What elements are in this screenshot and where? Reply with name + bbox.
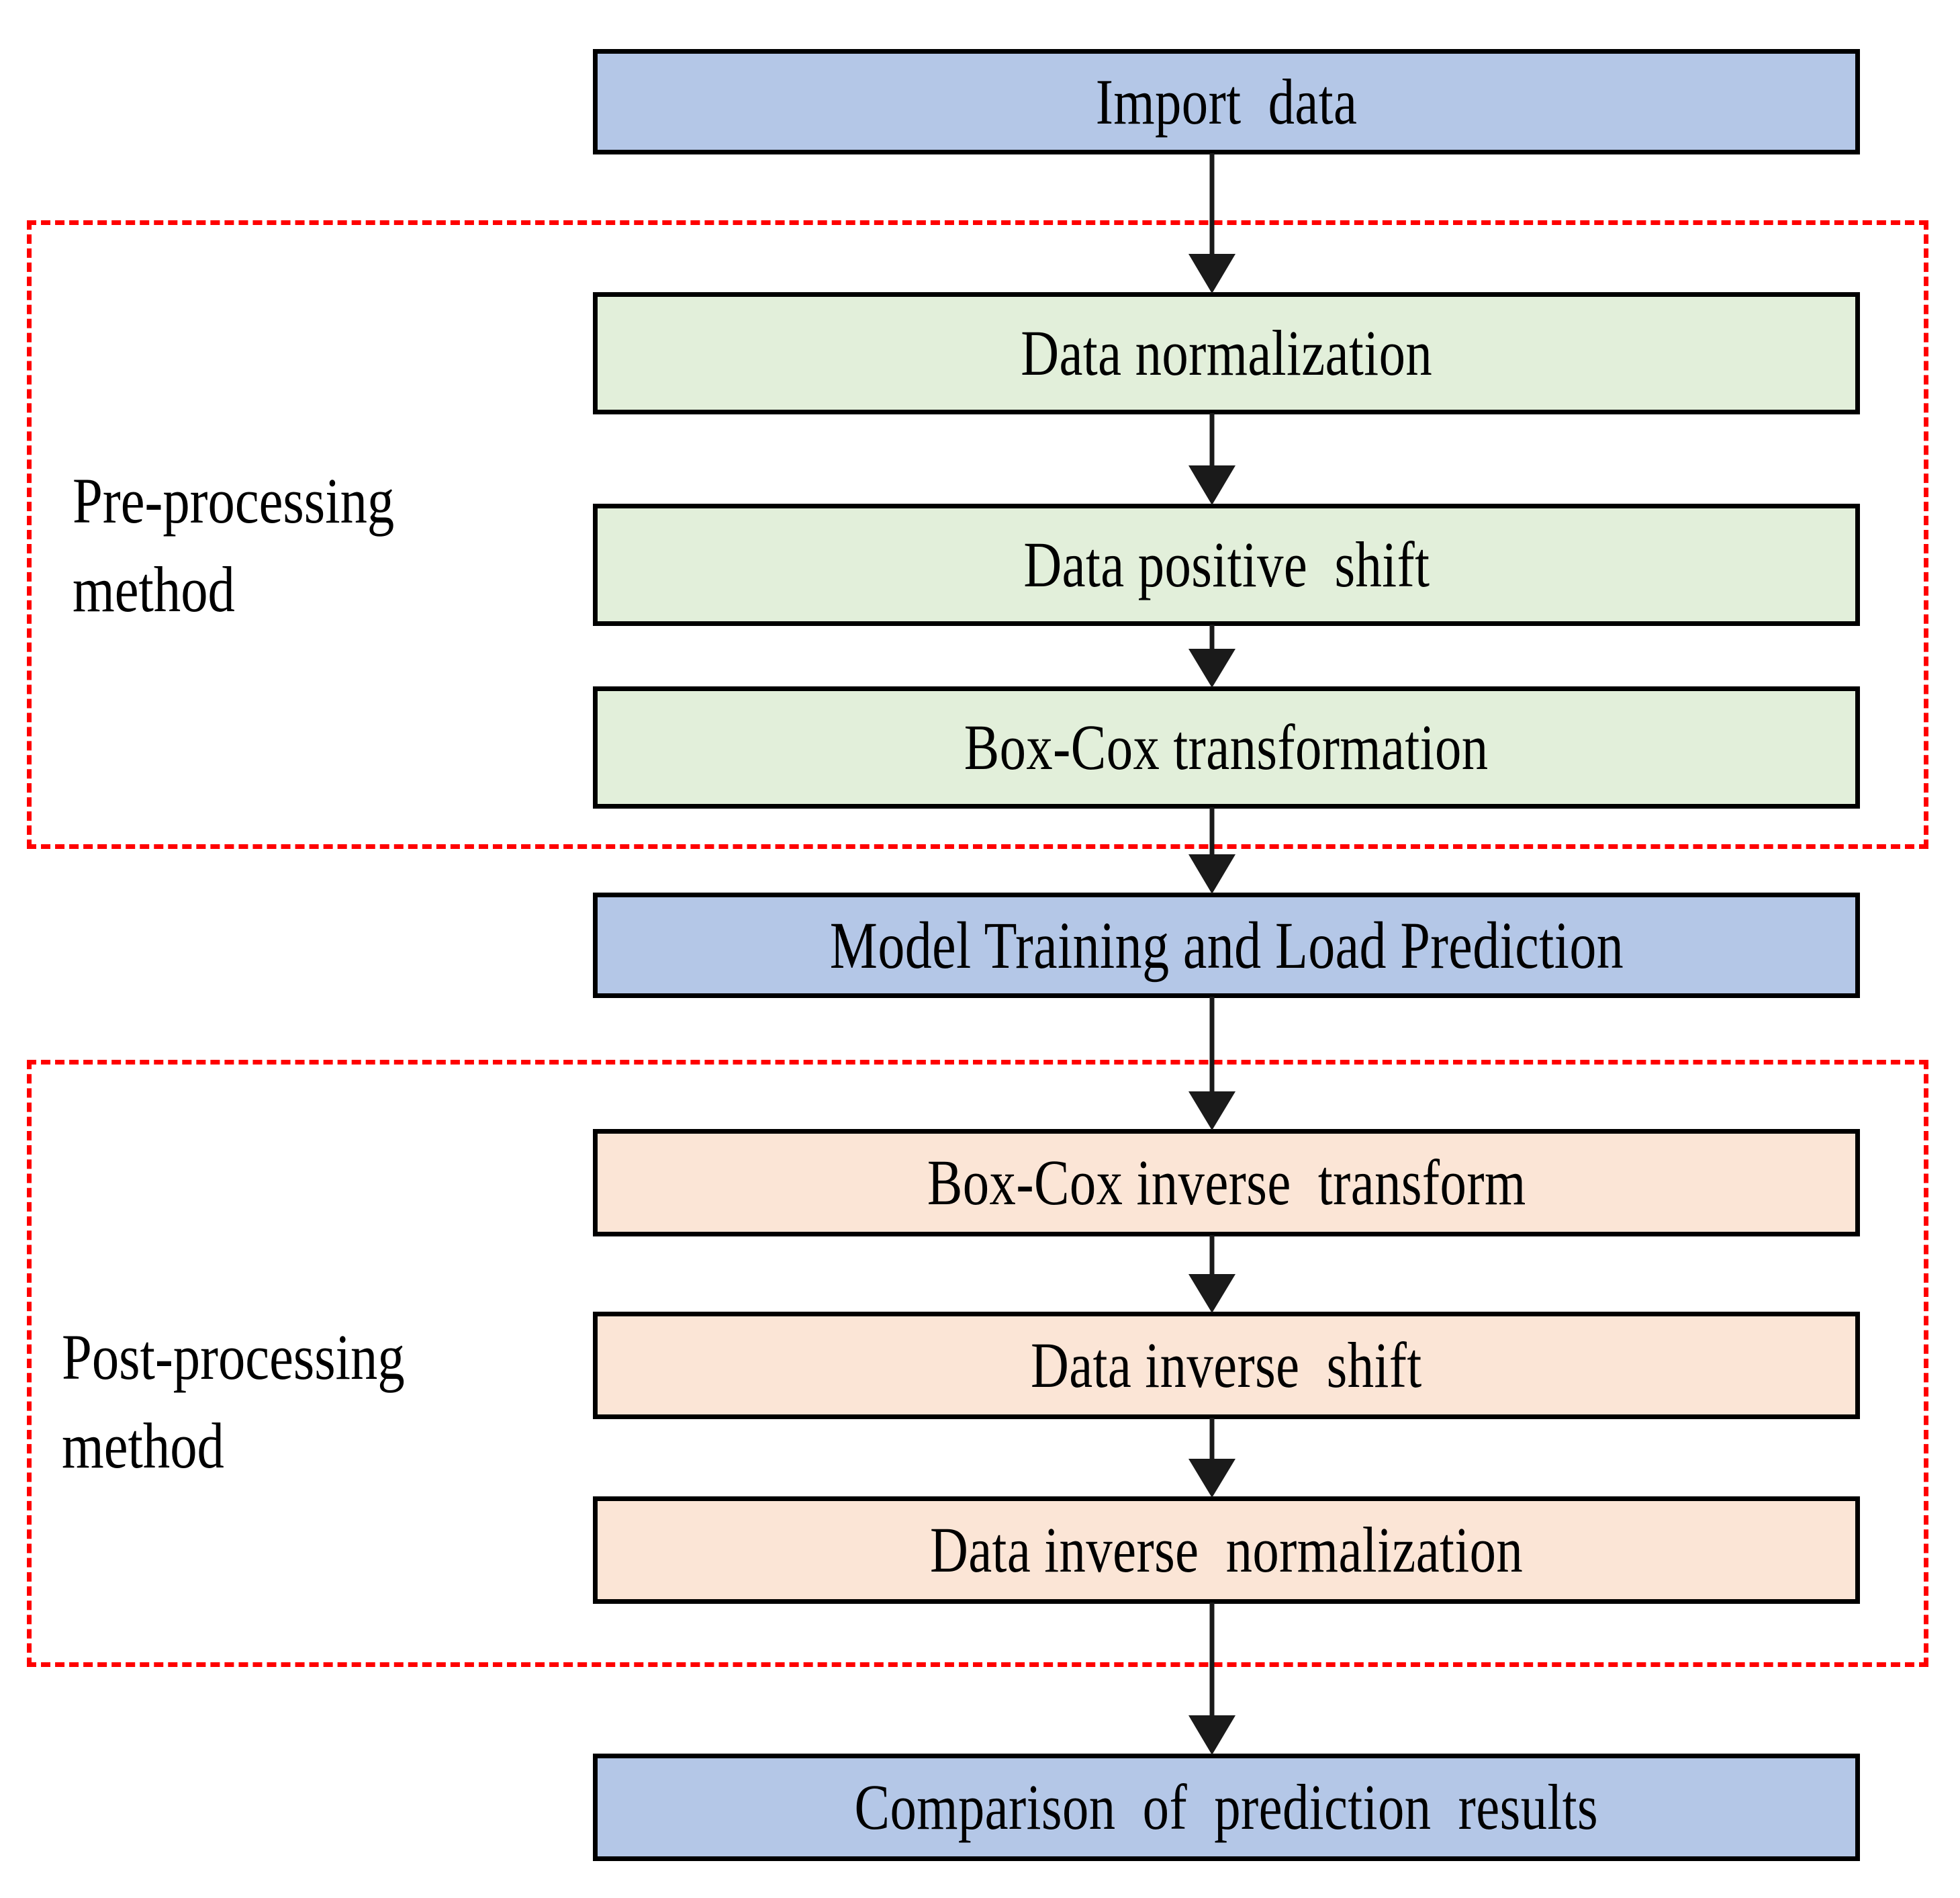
arrow-import-to-normalization <box>1172 153 1252 294</box>
arrow-normalization-to-positive-shift <box>1172 413 1252 506</box>
node-box-cox-transformation-label: Box-Cox transformation <box>964 711 1489 783</box>
node-box-cox-inverse-transform-label: Box-Cox inverse transform <box>927 1146 1526 1218</box>
node-data-positive-shift[interactable]: Data positive shift <box>593 504 1860 626</box>
node-import-data[interactable]: Import data <box>593 49 1860 154</box>
arrow-box-cox-inverse-to-inverse-shift <box>1172 1235 1252 1314</box>
node-data-normalization-label: Data normalization <box>1021 317 1432 389</box>
node-box-cox-inverse-transform[interactable]: Box-Cox inverse transform <box>593 1129 1860 1236</box>
node-data-normalization[interactable]: Data normalization <box>593 292 1860 414</box>
arrow-positive-shift-to-box-cox <box>1172 625 1252 688</box>
node-comparison-of-prediction-results[interactable]: Comparison of prediction results <box>593 1754 1860 1861</box>
arrow-inverse-normalization-to-comparison <box>1172 1602 1252 1756</box>
arrow-model-training-to-box-cox-inverse <box>1172 997 1252 1131</box>
node-comparison-of-prediction-results-label: Comparison of prediction results <box>854 1771 1599 1843</box>
node-import-data-label: Import data <box>1095 65 1358 138</box>
node-data-inverse-shift[interactable]: Data inverse shift <box>593 1312 1860 1419</box>
arrow-box-cox-to-model-training <box>1172 807 1252 895</box>
node-data-inverse-normalization-label: Data inverse normalization <box>929 1514 1524 1586</box>
group-label-pre-processing: Pre-processing method <box>73 465 395 626</box>
node-data-inverse-normalization[interactable]: Data inverse normalization <box>593 1496 1860 1604</box>
node-model-training-and-load-prediction-label: Model Training and Load Prediction <box>829 907 1624 983</box>
node-data-positive-shift-label: Data positive shift <box>1023 529 1430 600</box>
node-model-training-and-load-prediction[interactable]: Model Training and Load Prediction <box>593 893 1860 998</box>
group-label-post-processing: Post-processing method <box>62 1321 405 1482</box>
node-box-cox-transformation[interactable]: Box-Cox transformation <box>593 686 1860 809</box>
arrow-inverse-shift-to-inverse-normalization <box>1172 1418 1252 1498</box>
node-data-inverse-shift-label: Data inverse shift <box>1031 1329 1422 1401</box>
